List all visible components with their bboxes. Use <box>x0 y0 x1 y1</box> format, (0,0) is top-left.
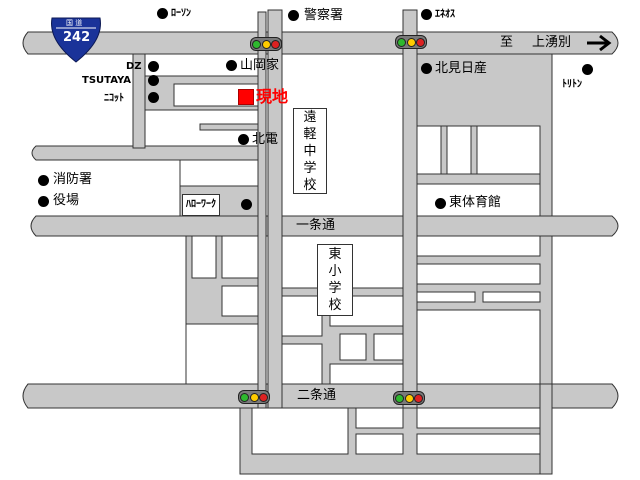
landmark-kitami-nissan: 北見日産 <box>435 61 488 76</box>
landmark-dot-icon <box>148 75 159 86</box>
landmark-dot-icon <box>582 64 593 75</box>
lane-ne-3 <box>416 173 541 185</box>
ichijo-road <box>30 215 619 237</box>
school-engaru-jh: 遠軽中学校 <box>293 108 327 194</box>
landmark-fire-station: 消防署 <box>53 172 93 187</box>
top-road <box>22 31 619 55</box>
route-shield-icon <box>51 17 101 63</box>
landmark-gym: 東体育館 <box>449 195 502 210</box>
traffic-signal-icon <box>393 391 425 405</box>
traffic-signal-icon <box>250 37 282 51</box>
landmark-police: 警察署 <box>304 8 344 23</box>
block-west-1 <box>179 159 259 187</box>
road-label-nijo: 二条通 <box>297 388 337 403</box>
landmark-tsutaya: TSUTAYA <box>82 75 131 86</box>
current-site-label: 現地 <box>256 87 289 106</box>
nijo-road <box>22 383 619 409</box>
landmark-dot-icon <box>288 10 299 21</box>
block-center-2 <box>281 295 323 337</box>
landmark-dot-icon <box>148 61 159 72</box>
block-site-2 <box>173 83 259 107</box>
block-south-4 <box>416 407 541 429</box>
landmark-dot-icon <box>38 196 49 207</box>
school-higashi-es-label: 東小学校 <box>328 247 342 313</box>
block-center-6 <box>373 333 404 361</box>
block-center-5 <box>339 333 367 361</box>
destination-prefix: 至 <box>500 35 514 50</box>
landmark-dot-icon <box>148 92 159 103</box>
block-sw-1 <box>191 235 217 279</box>
landmark-dot-icon <box>241 199 252 210</box>
landmark-toriton: ﾄﾘﾄﾝ <box>562 79 582 90</box>
landmark-dot-icon <box>157 8 168 19</box>
landmark-hello-work: ﾊﾛｰﾜｰｸ <box>182 194 220 216</box>
block-se-3 <box>416 291 476 303</box>
school-engaru-jh-label: 遠軽中学校 <box>303 109 317 193</box>
block-south-5 <box>416 433 541 455</box>
landmark-dz: DZ <box>126 61 142 72</box>
block-south-3 <box>355 433 404 455</box>
landmark-nitori: ﾆｺｯﾄ <box>104 93 124 104</box>
current-site-marker <box>238 89 254 105</box>
block-se-4 <box>482 291 541 303</box>
block-sw-3 <box>221 285 259 317</box>
landmark-dot-icon <box>421 63 432 74</box>
landmark-town-hall: 役場 <box>53 193 80 208</box>
vertical-road-center <box>267 9 283 475</box>
road-label-ichijo: 一条通 <box>296 218 336 233</box>
traffic-signal-icon <box>238 390 270 404</box>
landmark-dot-icon <box>226 60 237 71</box>
block-sw-2 <box>221 235 259 279</box>
landmark-dot-icon <box>238 134 249 145</box>
landmark-eneos: ｴﾈｵｽ <box>435 9 455 20</box>
landmark-dot-icon <box>38 175 49 186</box>
route-shield-number: 242 <box>63 30 91 45</box>
block-se-5 <box>416 309 541 385</box>
block-south-1 <box>251 407 349 455</box>
vertical-road-west <box>257 11 267 475</box>
lane-site <box>199 123 259 131</box>
landmark-dot-icon <box>435 198 446 209</box>
destination-name: 上湧別 <box>532 35 572 50</box>
block-center-3 <box>281 343 323 385</box>
arrow-right-icon <box>587 34 612 52</box>
block-south-2 <box>355 407 404 429</box>
landmark-yamaokaya: 山岡家 <box>240 58 280 73</box>
block-sw-4 <box>185 323 259 385</box>
middle-road <box>31 145 261 161</box>
landmark-lawson: ﾛｰｿﾝ <box>171 8 191 19</box>
block-center-7 <box>329 363 404 385</box>
block-se-1 <box>416 235 541 257</box>
traffic-signal-icon <box>395 35 427 49</box>
school-higashi-es: 東小学校 <box>317 244 353 316</box>
landmark-hokuden: 北電 <box>252 132 279 147</box>
route-shield-top: 国 道 <box>66 19 83 27</box>
block-se-2 <box>416 263 541 285</box>
landmark-dot-icon <box>421 9 432 20</box>
